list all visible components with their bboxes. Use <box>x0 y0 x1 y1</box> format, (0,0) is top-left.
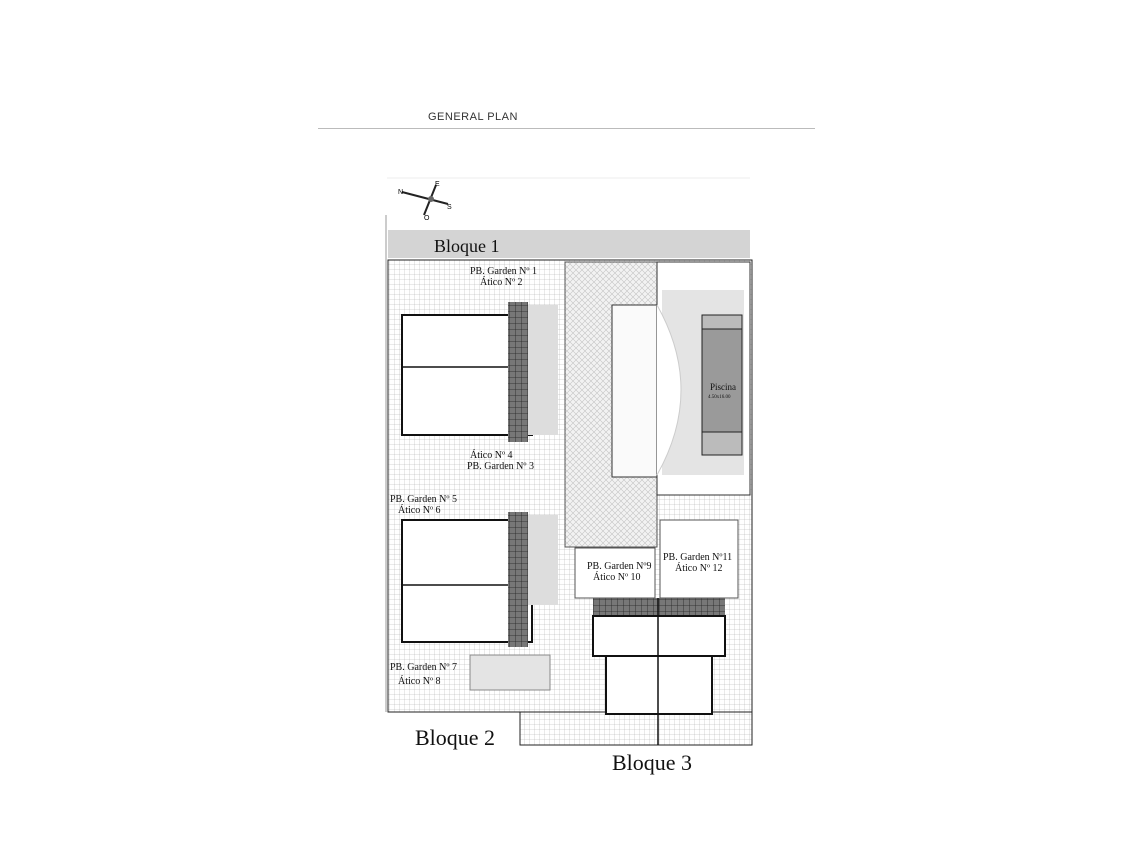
parking-area <box>611 304 658 478</box>
unit-label: Ático Nº 6 <box>398 504 441 516</box>
street-band <box>388 230 750 258</box>
unit-label: PB. Garden Nº 7 <box>390 662 457 673</box>
unit-label: PB. Garden Nº9 <box>587 561 651 572</box>
bloque-1-label: Bloque 1 <box>434 236 500 256</box>
unit-label: Ático Nº 8 <box>398 675 441 687</box>
unit-label: Ático Nº 12 <box>675 562 723 574</box>
unit-label: PB. Garden Nº 1 <box>470 266 537 277</box>
bloque-1-buildings <box>401 302 558 442</box>
bloque-2-buildings <box>401 512 558 691</box>
compass-s: S <box>447 204 452 211</box>
compass-n: N <box>398 189 403 196</box>
pool-label: Piscina <box>710 382 736 392</box>
bloque-2-label: Bloque 2 <box>415 725 495 750</box>
unit-label: Ático Nº 4 <box>470 449 513 461</box>
unit-label: PB. Garden Nº 3 <box>467 461 534 472</box>
title-divider <box>318 128 815 129</box>
unit-label: Ático Nº 2 <box>480 276 523 288</box>
unit-label: PB. Garden Nº 5 <box>390 494 457 505</box>
compass-rose-icon: N E S O <box>398 181 452 222</box>
plan-title: GENERAL PLAN <box>428 111 518 123</box>
unit-label: Ático Nº 10 <box>593 571 641 583</box>
bloque-3-label: Bloque 3 <box>612 750 692 775</box>
bloque-3-buildings <box>574 519 739 745</box>
compass-o: O <box>424 215 430 222</box>
compass-e: E <box>435 181 440 188</box>
unit-label: PB. Garden Nº11 <box>663 552 732 563</box>
pool-size: 4.50x16.00 <box>708 395 731 400</box>
